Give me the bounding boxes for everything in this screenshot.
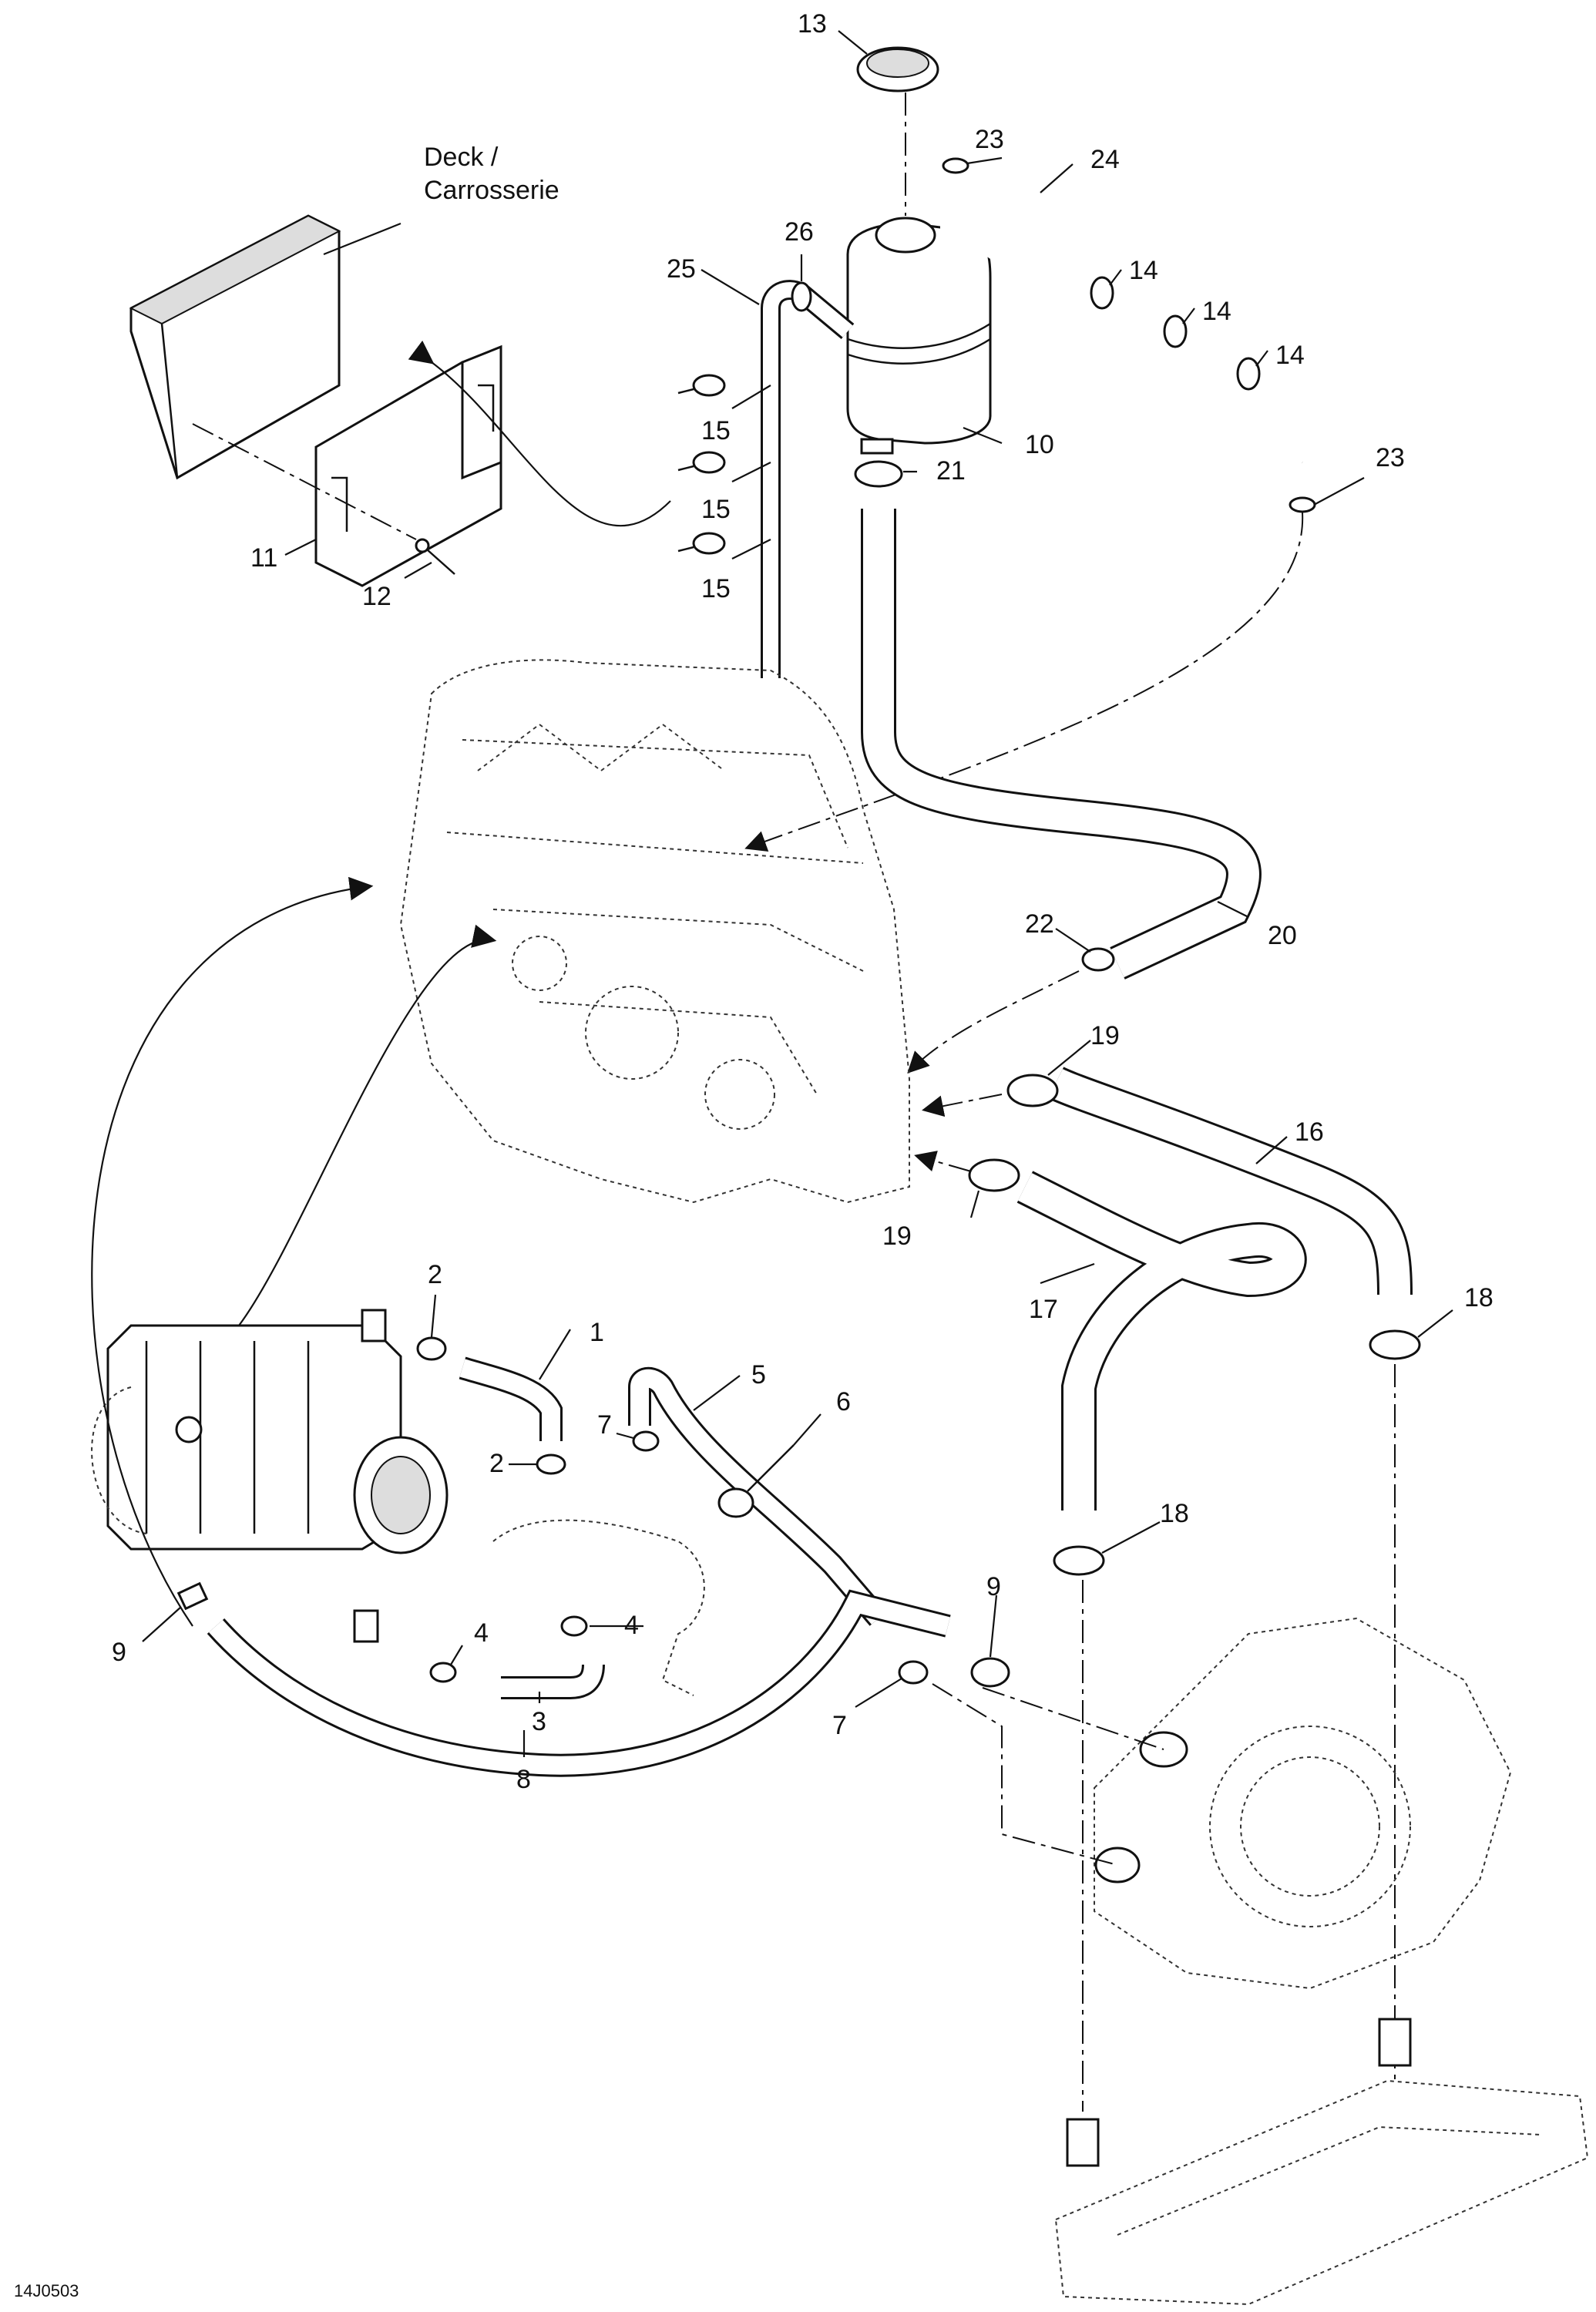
callout-23-top: 23	[975, 125, 1004, 154]
hose-17	[1016, 1171, 1307, 1511]
callout-labels: Deck / Carrosserie 13 23 24 26 25 14 14 …	[14, 9, 1494, 2300]
clips-15	[677, 374, 726, 555]
clamps-9	[176, 1581, 1010, 1688]
hose-9-line	[982, 1687, 1164, 1750]
clamp-22	[1081, 947, 1115, 972]
tube-fittings-engine	[492, 1519, 705, 1696]
callout-4-left: 4	[474, 1618, 489, 1648]
callout-8: 8	[516, 1765, 531, 1794]
engine-block	[399, 659, 910, 1204]
clamp-23-top	[942, 157, 969, 174]
callout-20: 20	[1268, 921, 1297, 950]
callout-10: 10	[1025, 430, 1054, 459]
deck-label-line2: Carrosserie	[424, 176, 559, 205]
callout-23-right: 23	[1376, 443, 1405, 472]
pump-housing	[1094, 1617, 1512, 1990]
intercooler	[106, 1324, 449, 1554]
tie-wrap-6	[717, 1444, 795, 1518]
intercooler-arrow	[238, 924, 497, 1326]
clamps-2	[416, 1336, 566, 1475]
clamp-21	[854, 460, 903, 488]
hose-8-arrow	[91, 876, 374, 1627]
coolant-tank-10	[846, 217, 992, 455]
hose-16	[1047, 1067, 1413, 1295]
callout-3: 3	[532, 1707, 546, 1736]
callout-4-right: 4	[624, 1611, 639, 1640]
bracket-11	[314, 344, 502, 587]
clamp-19-bottom-arrow	[914, 1151, 972, 1172]
pressure-cap-13	[856, 46, 939, 92]
intercooler-loop	[91, 1386, 147, 1534]
hose-3	[501, 1664, 605, 1699]
callout-14a: 14	[1129, 256, 1158, 285]
elbow-fittings	[353, 1309, 387, 1643]
clamps-14	[1090, 276, 1261, 391]
clamps-19	[968, 1074, 1059, 1192]
clamps-7	[632, 1430, 929, 1685]
bracket-mount-line	[192, 423, 417, 540]
hose-20-connect	[907, 970, 1080, 1074]
hose-8	[207, 1589, 951, 1777]
callout-12: 12	[362, 582, 391, 611]
hose-24	[940, 63, 1308, 469]
callout-7-top: 7	[597, 1410, 612, 1440]
callout-9-right: 9	[986, 1572, 1001, 1601]
callout-19-bottom: 19	[882, 1222, 912, 1251]
callout-11: 11	[250, 543, 277, 573]
callout-16: 16	[1295, 1117, 1324, 1147]
callout-1: 1	[590, 1318, 604, 1347]
hose-5	[628, 1366, 888, 1626]
callout-19-top: 19	[1090, 1021, 1120, 1050]
rivet-12	[415, 538, 455, 575]
hose-7-line	[932, 1683, 1118, 1866]
bracket-arrow	[408, 340, 671, 527]
callout-2-bottom: 2	[489, 1449, 504, 1478]
clamp-26	[791, 281, 812, 312]
clamps-4	[429, 1615, 588, 1683]
callout-14b: 14	[1202, 297, 1231, 326]
drawing-code: 14J0503	[14, 2281, 79, 2300]
hose-20	[861, 509, 1262, 980]
callout-9-left: 9	[112, 1638, 126, 1667]
deck-label-line1: Deck /	[424, 143, 499, 172]
deck-panel	[129, 214, 341, 480]
callout-leaders	[142, 30, 1453, 1757]
callout-18-left: 18	[1160, 1499, 1189, 1528]
callout-6: 6	[836, 1387, 851, 1416]
clamps-18	[1053, 1329, 1421, 1576]
callout-22: 22	[1025, 909, 1054, 939]
callout-13: 13	[798, 9, 827, 39]
clamp-19-top-arrow	[922, 1094, 1003, 1117]
callout-17: 17	[1029, 1295, 1058, 1324]
callout-15b: 15	[701, 495, 731, 524]
callout-15a: 15	[701, 416, 731, 445]
ride-plate	[1054, 2018, 1589, 2306]
callout-18-right: 18	[1464, 1283, 1494, 1312]
clamp-23-right	[1289, 496, 1316, 513]
callout-26: 26	[785, 217, 814, 247]
hose-1	[459, 1356, 563, 1441]
callout-14c: 14	[1275, 341, 1305, 370]
callout-25: 25	[667, 254, 696, 284]
callout-7-bottom: 7	[832, 1711, 847, 1740]
callout-5: 5	[751, 1360, 766, 1390]
callout-2-top: 2	[428, 1260, 442, 1289]
callout-15c: 15	[701, 574, 731, 603]
callout-24: 24	[1090, 145, 1120, 174]
callout-21: 21	[936, 456, 966, 486]
vent-hose-25	[761, 280, 855, 678]
